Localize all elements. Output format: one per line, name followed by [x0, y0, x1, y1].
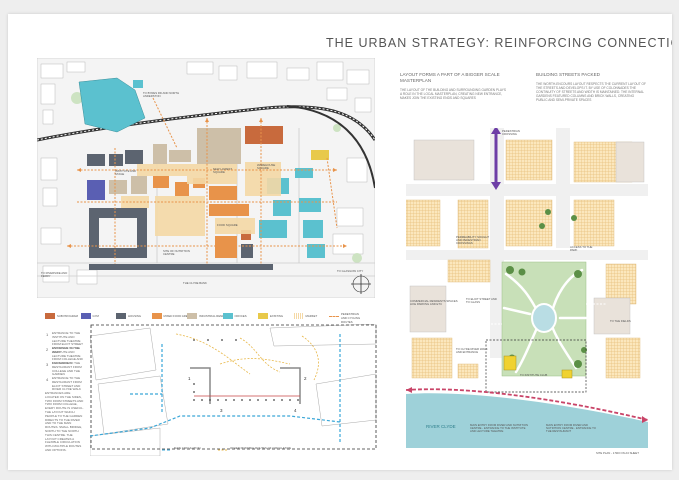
- site-plan: PEDESTRIAN CROSSING PERMEABILITY SOUGHT …: [406, 128, 648, 448]
- label-river-clyde: RIVER CLYDE: [426, 424, 456, 429]
- label-to-ferry: TO RIVERSIDE AND FERRY: [41, 272, 68, 279]
- north-arrow-icon: [351, 274, 371, 294]
- masterplan-heading: LAYOUT FORMS A PART OF A BIGGER SCALE MA…: [400, 72, 500, 83]
- legend-label: OFFICES: [234, 314, 247, 318]
- presentation-sheet: THE URBAN STRATEGY: REINFORCING CONNECTI…: [8, 14, 672, 470]
- legend-label: EXISTING: [270, 314, 284, 318]
- streets-heading: BUILDING STREETS PACKED: [536, 72, 600, 77]
- legend-swatch: [222, 313, 233, 319]
- circulation-detail-plan: 1 2 3 4 MAIN CIRCULATION OTHER POSSIBLE ROU…: [90, 324, 377, 456]
- label-food-square: FOOD SQUARE: [217, 224, 238, 227]
- note-number: 3: [46, 362, 49, 367]
- label-to-byres: TO BYRES RD AND NORTH ANDERSTON: [143, 92, 180, 99]
- scale-note: SITE PLAN - 1:500 ON A3 SHEET: [596, 451, 639, 455]
- label-bottom-entry-1: MAIN ENTRY FROM RIVER AND NUTRITION CENT…: [470, 424, 528, 434]
- svg-text:3: 3: [220, 408, 223, 413]
- note-text: ENTRANCE TO THE RESTAURANT FROM COLLEGE …: [52, 361, 82, 377]
- legend-label: MARKET: [305, 314, 318, 318]
- legend-label: MIXED FOOD AREA: [163, 314, 190, 318]
- note-text: ENTRANCE TO THE INSTITUTE AND LECTURE TH…: [52, 331, 83, 354]
- legend-swatch: [45, 313, 55, 319]
- map-legend: SUB PROGRAM GYM HOUSING MIXED FOOD AREA INDU…: [45, 311, 367, 324]
- label-clyde: THE CLYDE BANK: [183, 282, 207, 285]
- notes-summary: ENTRANCES ARE LOCATED ON THE SIDES, TWO …: [45, 391, 84, 452]
- note-text: ENTRANCE TO THE RESTAURANT FROM ELIOT ST…: [52, 376, 82, 392]
- legend-label: PEDESTRIAN AND CYCLING ROUTES: [341, 312, 361, 324]
- label-to-river: TO CLYDE RIVER WALK AND ENTRANCE: [456, 348, 488, 355]
- label-access-park: ACCESS TO THE PARK: [570, 246, 593, 253]
- label-institute: INSTITUTE AND STAGE: [115, 170, 136, 177]
- svg-text:1: 1: [188, 376, 191, 381]
- legend-swatch: [187, 313, 197, 319]
- label-to-fields: TO THE FIELDS: [610, 320, 631, 323]
- svg-text:2: 2: [304, 376, 307, 381]
- label-to-glasgow: TO GLASGOW CITY: [337, 270, 364, 273]
- urban-masterplan-map: TO BYRES RD AND NORTH ANDERSTON INSTITUT…: [37, 58, 375, 298]
- label-new-lowest: NEW LOWEST SQUARE: [213, 168, 233, 175]
- label-to-eliot: TO ELIOT STREET AND TO GLASS: [466, 298, 497, 305]
- legend-label: GYM: [92, 314, 99, 318]
- legend-label: INDUSTRIAL RENEWAL: [199, 314, 231, 318]
- label-site: SITE OF NUTRITION CENTRE: [163, 250, 190, 257]
- note-text: ENTRANCE TO THE INSTITUTE AND LECTURE TH…: [52, 346, 83, 366]
- note-number: 2: [46, 347, 49, 352]
- legend-swatch: [329, 316, 339, 317]
- label-to-institute: TO INSTITUTE CLUB: [520, 374, 548, 377]
- note-number: 1: [46, 332, 49, 337]
- page-title: THE URBAN STRATEGY: REINFORCING CONNECTI…: [326, 36, 672, 50]
- legend-swatch: [80, 313, 91, 319]
- legend-other-routes: OTHER POSSIBLE ROUTES OF CIRCULATION: [230, 447, 292, 450]
- note-number: 4: [46, 377, 49, 382]
- label-pedestrian-crossing: PEDESTRIAN CROSSING: [502, 130, 520, 137]
- legend-main-circulation: MAIN CIRCULATION: [174, 447, 201, 450]
- label-warehouse: WAREHOUSE SQUARE: [257, 164, 276, 171]
- masterplan-text: THE LAYOUT OF THE BUILDING AND SURROUNDI…: [400, 88, 507, 100]
- legend-label: HOUSING: [128, 314, 142, 318]
- svg-text:4: 4: [294, 408, 297, 413]
- label-permeability: PERMEABILITY SOUGHT AND PEDESTRIAN CROSS…: [456, 236, 490, 246]
- label-bottom-entry-2: MAIN ENTRY FROM RIVER AND NUTRITION CENT…: [546, 424, 596, 434]
- legend-label: SUB PROGRAM: [57, 314, 78, 318]
- legend-swatch: [151, 313, 162, 319]
- legend-swatch: [258, 313, 268, 319]
- legend-swatch: [293, 313, 304, 319]
- label-commercial: COMMERCIAL RESIDENTS SPACES LIKE PARKING…: [410, 300, 458, 307]
- legend-swatch: [116, 313, 126, 319]
- streets-text: THE WORTH-ENCOURS LAYOUT RESPECTS THE CU…: [536, 82, 646, 102]
